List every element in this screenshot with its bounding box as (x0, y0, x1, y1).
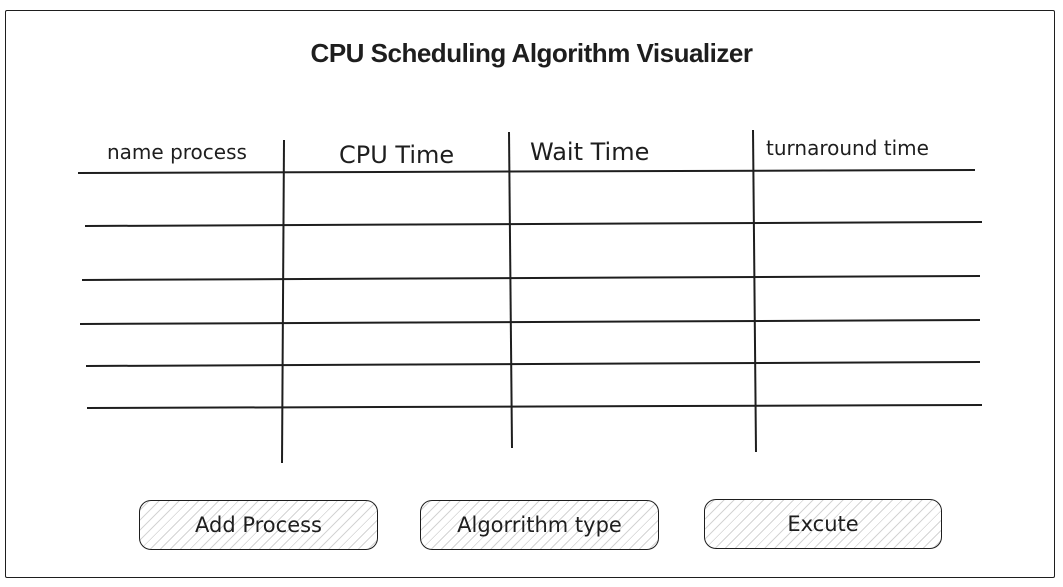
column-header-name-process: name process (107, 140, 247, 164)
table-column-divider (752, 129, 757, 453)
app-frame (5, 10, 1055, 578)
table-row-divider (85, 361, 981, 367)
algorithm-type-button[interactable]: Algorrithm type (420, 500, 659, 550)
table-column-divider (281, 139, 285, 464)
table-header-divider (77, 169, 976, 174)
execute-button-label: Excute (787, 512, 859, 536)
execute-button[interactable]: Excute (704, 499, 942, 549)
table-row-divider (86, 404, 983, 409)
algorithm-type-button-label: Algorrithm type (457, 513, 622, 537)
page-title: CPU Scheduling Algorithm Visualizer (310, 38, 753, 68)
column-header-cpu-time: CPU Time (339, 141, 455, 169)
table-row-divider (84, 221, 983, 227)
add-process-button-label: Add Process (195, 513, 322, 537)
table-row-divider (81, 275, 981, 281)
table-row-divider (79, 319, 981, 325)
column-header-wait-time: Wait Time (530, 138, 650, 166)
add-process-button[interactable]: Add Process (139, 500, 378, 550)
column-header-turnaround-time: turnaround time (766, 136, 929, 160)
table-column-divider (508, 131, 513, 449)
